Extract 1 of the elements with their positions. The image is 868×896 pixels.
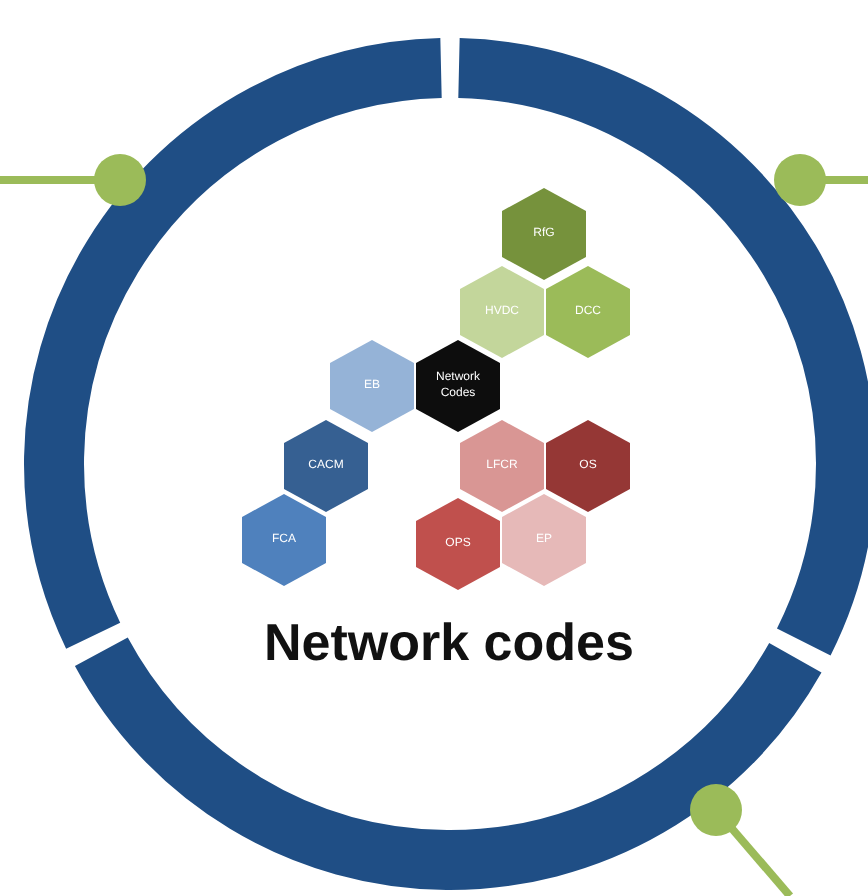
heading-text: Network codes (264, 612, 634, 674)
